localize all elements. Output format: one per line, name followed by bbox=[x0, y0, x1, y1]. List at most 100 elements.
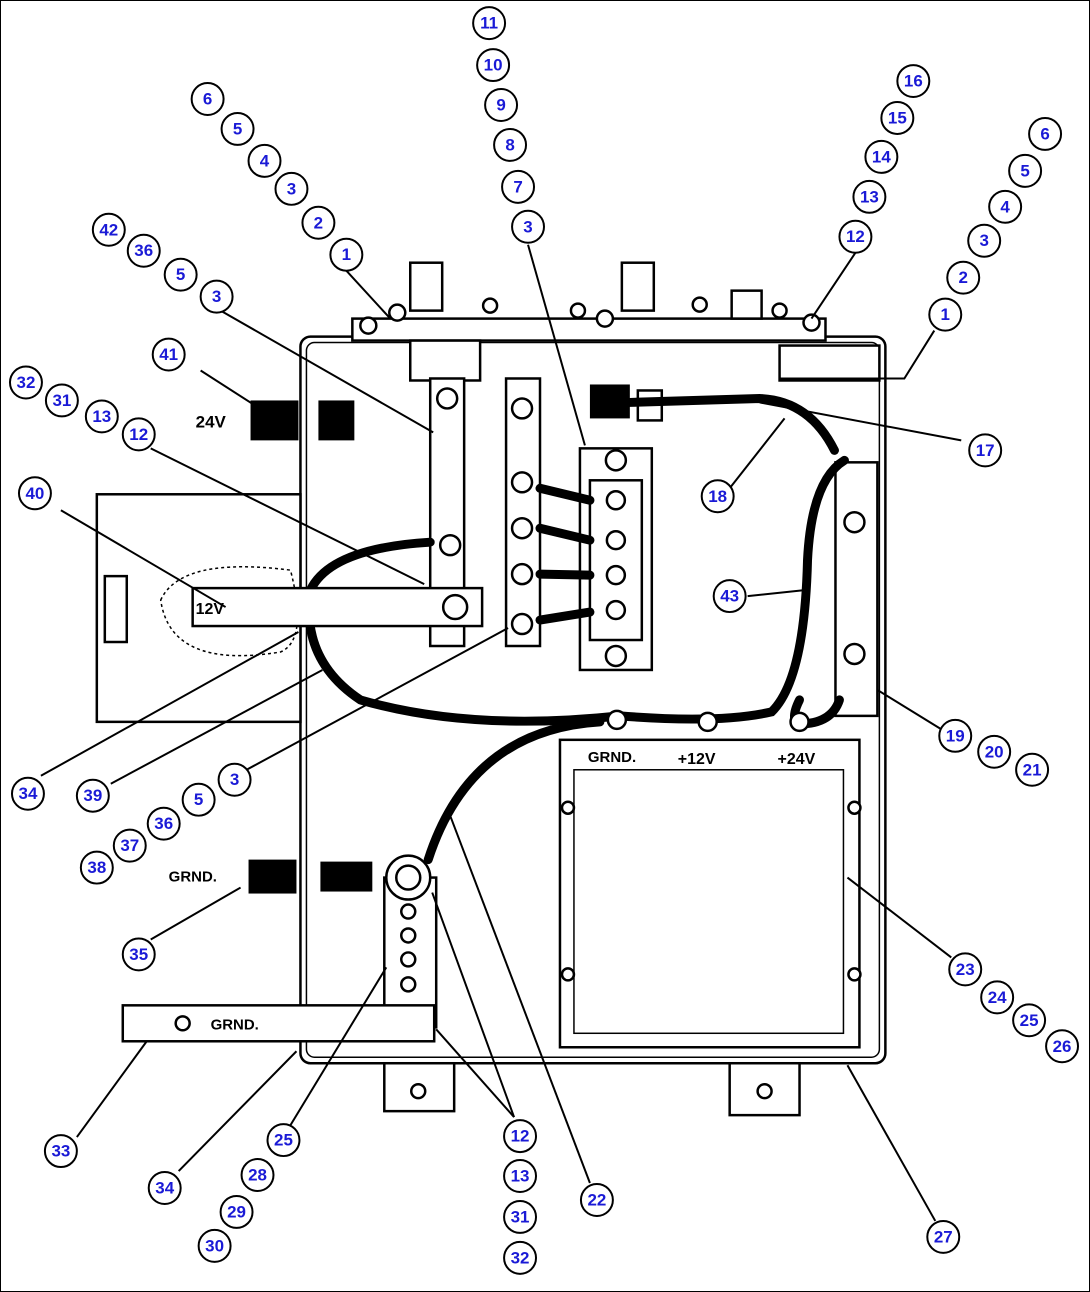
callout-circle bbox=[838, 219, 873, 254]
callout-circle bbox=[880, 101, 915, 135]
callout-circle bbox=[977, 734, 1012, 769]
callout-circle bbox=[151, 337, 186, 372]
callout-circle bbox=[17, 476, 52, 511]
callout-12: 12 bbox=[503, 1119, 538, 1154]
callout-3: 3 bbox=[274, 171, 309, 206]
callout-13: 13 bbox=[84, 399, 119, 434]
callout-circle bbox=[1015, 752, 1050, 787]
callout-circle bbox=[147, 1171, 182, 1205]
callout-number: 23 bbox=[956, 960, 975, 979]
callout-circle bbox=[266, 1123, 301, 1158]
callout-number: 4 bbox=[1000, 197, 1010, 216]
callout-34: 34 bbox=[147, 1171, 182, 1205]
callout-number: 17 bbox=[976, 441, 995, 460]
callout-circle bbox=[301, 205, 336, 240]
callout-circle bbox=[511, 209, 545, 244]
post-24v: 24V bbox=[196, 400, 355, 441]
callout-33: 33 bbox=[43, 1134, 78, 1169]
callout-32: 32 bbox=[503, 1240, 538, 1275]
callout-circle bbox=[579, 1183, 614, 1217]
callout-circle bbox=[501, 169, 536, 204]
battery-compartment: 12V bbox=[95, 493, 484, 724]
callout-number: 12 bbox=[846, 227, 865, 246]
callout-5: 5 bbox=[181, 782, 216, 817]
v24-label: 24V bbox=[196, 412, 227, 431]
callout-35: 35 bbox=[121, 937, 156, 972]
callout-number: 37 bbox=[120, 836, 139, 855]
callout-39: 39 bbox=[75, 778, 110, 813]
callout-number: 10 bbox=[484, 56, 503, 75]
post-ground: GRND. bbox=[169, 859, 297, 894]
callout-number: 9 bbox=[496, 95, 505, 114]
callout-number: 33 bbox=[51, 1142, 70, 1161]
mounting-foot-right bbox=[728, 1061, 801, 1117]
callout-4: 4 bbox=[247, 143, 282, 178]
callout-number: 2 bbox=[314, 213, 323, 232]
callout-number: 7 bbox=[513, 177, 522, 196]
callout-8: 8 bbox=[493, 127, 528, 162]
ground-wire bbox=[423, 717, 605, 865]
callout-number: 40 bbox=[26, 484, 45, 503]
callout-41: 41 bbox=[151, 337, 186, 372]
callout-number: 13 bbox=[511, 1167, 530, 1186]
callout-circle bbox=[181, 782, 216, 817]
callout-number: 20 bbox=[985, 742, 1004, 761]
callout-circle bbox=[44, 383, 79, 418]
callout-19: 19 bbox=[938, 718, 973, 753]
callout-1: 1 bbox=[329, 237, 364, 272]
callout-circle bbox=[220, 111, 255, 146]
callout-3: 3 bbox=[967, 223, 1002, 258]
callout-number: 24 bbox=[988, 988, 1007, 1007]
callout-circle bbox=[948, 952, 983, 987]
callout-5: 5 bbox=[163, 257, 198, 292]
callout-11: 11 bbox=[472, 6, 507, 41]
callout-number: 11 bbox=[480, 14, 498, 33]
callout-25: 25 bbox=[266, 1123, 301, 1158]
callout-6: 6 bbox=[1028, 116, 1063, 151]
callout-21: 21 bbox=[1015, 752, 1050, 787]
callout-4: 4 bbox=[988, 189, 1023, 224]
callout-number: 16 bbox=[904, 72, 923, 91]
callout-number: 36 bbox=[134, 241, 153, 260]
callout-number: 32 bbox=[511, 1248, 530, 1267]
callout-1: 1 bbox=[928, 297, 963, 332]
callout-circle bbox=[197, 1228, 232, 1263]
callout-number: 39 bbox=[83, 786, 102, 805]
callout-2: 2 bbox=[946, 260, 981, 295]
callout-circle bbox=[199, 279, 234, 314]
callout-circle bbox=[946, 260, 981, 295]
callout-20: 20 bbox=[977, 734, 1012, 769]
callout-number: 12 bbox=[129, 425, 148, 444]
callout-number: 15 bbox=[888, 108, 907, 127]
mounting-foot-left bbox=[383, 1061, 456, 1113]
terminal-bus-bar bbox=[504, 377, 542, 648]
callout-34: 34 bbox=[10, 776, 45, 811]
callout-number: 31 bbox=[52, 391, 71, 410]
callout-25: 25 bbox=[1012, 1003, 1047, 1038]
callout-number: 36 bbox=[154, 814, 173, 833]
callout-circle bbox=[700, 479, 735, 514]
callout-10: 10 bbox=[476, 48, 511, 83]
callout-40: 40 bbox=[17, 476, 52, 511]
callout-16: 16 bbox=[896, 64, 931, 99]
callout-number: 22 bbox=[587, 1190, 606, 1209]
callout-circle bbox=[1045, 1029, 1080, 1064]
callout-37: 37 bbox=[112, 828, 147, 863]
callout-number: 42 bbox=[99, 220, 118, 239]
callout-number: 8 bbox=[505, 135, 514, 154]
callout-number: 25 bbox=[1020, 1011, 1039, 1030]
callout-circle bbox=[503, 1119, 538, 1154]
callout-32: 32 bbox=[8, 365, 43, 400]
callout-13: 13 bbox=[852, 179, 887, 214]
callout-circle bbox=[712, 579, 747, 614]
callout-circle bbox=[926, 1219, 961, 1254]
callout-circle bbox=[1008, 153, 1043, 188]
callout-circle bbox=[503, 1159, 538, 1193]
callout-3: 3 bbox=[199, 279, 234, 314]
converter-grnd-label: GRND. bbox=[588, 749, 636, 766]
callout-number: 6 bbox=[1040, 124, 1049, 143]
top-terminal-strip bbox=[351, 261, 881, 382]
callout-3: 3 bbox=[511, 209, 545, 244]
callout-circle bbox=[126, 233, 161, 268]
converter-12v-label: +12V bbox=[678, 751, 716, 768]
